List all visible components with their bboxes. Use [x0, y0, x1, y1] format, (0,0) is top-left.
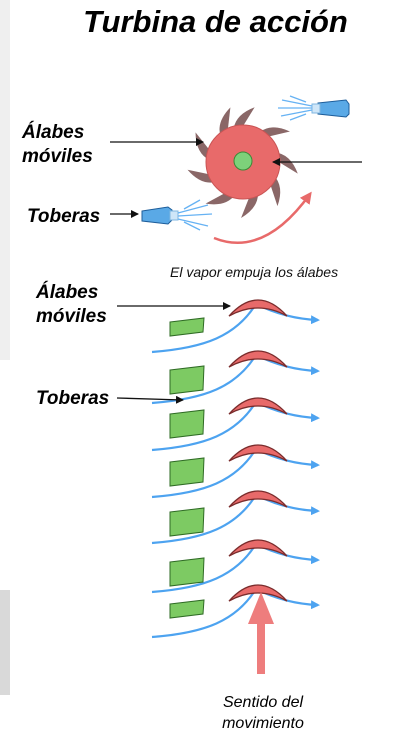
stator-blade-7 [169, 599, 205, 619]
top-right-steam-jet [278, 95, 313, 121]
moving-blade-3 [228, 397, 288, 415]
stator-blade-3 [169, 409, 205, 439]
cascade [151, 299, 320, 639]
moving-blade-1 [228, 299, 288, 317]
cascade-nozzles-pointer [116, 395, 184, 404]
stator-blade-2 [169, 365, 205, 395]
stator-blade-5 [169, 507, 205, 537]
rotor-hub [233, 151, 253, 171]
top-nozzles-label: Toberas [27, 206, 101, 227]
moving-blade-2 [228, 350, 288, 368]
cascade-nozzles-label: Toberas [36, 388, 110, 409]
stator-blade-4 [169, 457, 205, 487]
rotor-spike-5 [241, 191, 259, 218]
rotor-spike-1 [233, 107, 255, 131]
left-edge-shade-top [0, 0, 10, 360]
bottom-left-steam-jet [177, 199, 213, 231]
moving-blade-5 [228, 490, 288, 508]
top-moving-blades-label: Álabes móviles [22, 122, 93, 167]
cascade-moving-blades-label: Álabes móviles [36, 282, 107, 327]
cascade-caption: El vapor empuja los álabes [170, 264, 339, 280]
direction-of-motion-caption: Sentido del movimiento [222, 694, 304, 732]
top-right-nozzle-icon [311, 99, 350, 118]
left-edge-shade-bottom [0, 590, 10, 695]
stator-blade-6 [169, 557, 205, 587]
rotor-spike-7 [187, 169, 217, 183]
bottom-left-nozzle-icon [141, 206, 179, 225]
page-title: Turbina de acción [83, 4, 348, 39]
direction-of-motion-arrow [248, 592, 274, 674]
moving-blade-4 [228, 444, 288, 462]
moving-blade-7 [228, 584, 288, 602]
rotor-spike-3 [274, 152, 298, 174]
stator-blade-1 [169, 317, 205, 337]
moving-blade-6 [228, 539, 288, 557]
rotation-arrow [213, 191, 312, 244]
